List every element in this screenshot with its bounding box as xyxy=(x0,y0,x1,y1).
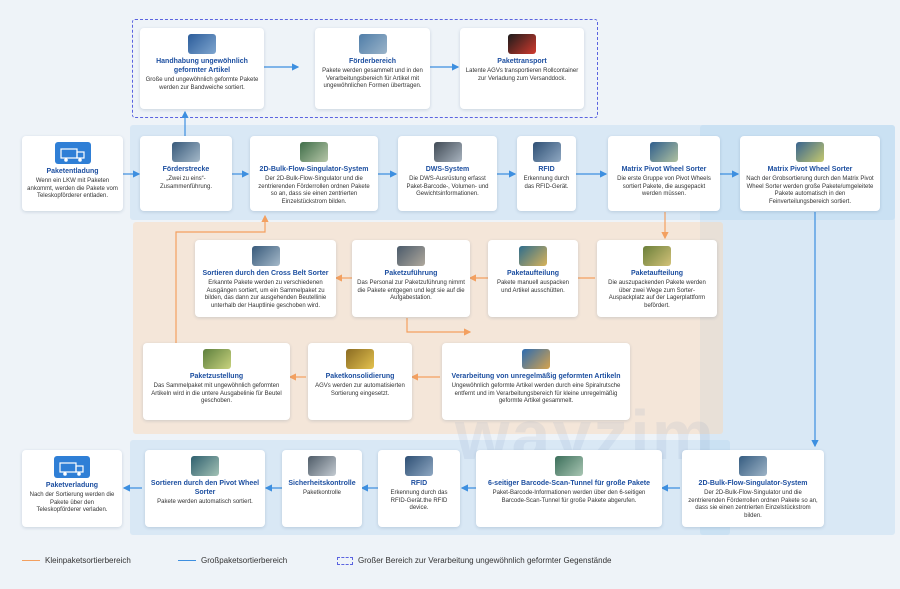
card-foerderstrecke: Förderstrecke „Zwei zu eins“-Zusammenfüh… xyxy=(140,136,232,211)
scan-tunnel-icon xyxy=(555,456,583,476)
spiral-chute-icon xyxy=(522,349,550,369)
card-handhabung: Handhabung ungewöhnlich geformter Artike… xyxy=(140,28,264,109)
agv-sorting-icon xyxy=(346,349,374,369)
card-singulator-1: 2D-Bulk-Flow-Singulator-System Der 2D-Bu… xyxy=(250,136,378,211)
card-paketverladung: Paketverladung Nach der Sortierung werde… xyxy=(22,450,122,527)
legend-blue-line xyxy=(178,560,196,561)
sorter-machine-icon xyxy=(188,34,216,54)
card-paketaufteilung-2: Paketaufteilung Die auszupackenden Paket… xyxy=(597,240,717,317)
card-foerderbereich: Förderbereich Pakete werden gesammelt un… xyxy=(315,28,430,109)
card-paketaufteilung-1: Paketaufteilung Pakete manuell auspacken… xyxy=(488,240,578,317)
card-pakettransport: Pakettransport Latente AGVs transportier… xyxy=(460,28,584,109)
card-matrix-1: Matrix Pivot Wheel Sorter Die erste Grup… xyxy=(608,136,720,211)
card-verarbeitung: Verarbeitung von unregelmäßig geformten … xyxy=(442,343,630,420)
legend-orange-line xyxy=(22,560,40,561)
cross-belt-icon xyxy=(251,246,280,266)
induction-station-icon xyxy=(397,246,425,266)
card-paketzustellung: Paketzustellung Das Sammelpaket mit unge… xyxy=(143,343,290,420)
card-scantunnel: 6-seitiger Barcode-Scan-Tunnel für große… xyxy=(476,450,662,527)
dws-scanner-icon xyxy=(433,142,462,162)
conveyor-icon xyxy=(358,34,387,54)
card-dws: DWS-System Die DWS-Ausrüstung erfasst Pa… xyxy=(398,136,497,211)
conveyor-line-icon xyxy=(172,142,200,162)
card-sicherheit: Sicherheitskontrolle Paketkontrolle xyxy=(282,450,362,527)
agv-icon xyxy=(508,34,536,54)
unpacking-icon xyxy=(519,246,547,266)
singulator-icon xyxy=(739,456,767,476)
truck-loading-icon xyxy=(54,456,90,478)
platform-icon xyxy=(643,246,671,266)
legend-large: Großpaketsortierbereich xyxy=(178,556,287,565)
card-paketentladung: Paketentladung Wenn ein LKW mit Paketen … xyxy=(22,136,123,211)
singulator-icon xyxy=(300,142,328,162)
card-matrix-2: Matrix Pivot Wheel Sorter Nach der Grobs… xyxy=(740,136,880,211)
legend-small: Kleinpaketsortierbereich xyxy=(22,556,131,565)
xray-scanner-icon xyxy=(308,456,336,476)
pivot-wheel-icon xyxy=(796,142,824,162)
rfid-gate-icon xyxy=(532,142,561,162)
card-crossbelt: Sortieren durch den Cross Belt Sorter Er… xyxy=(195,240,336,317)
delivery-icon xyxy=(202,349,231,369)
card-rfid-1: RFID Erkennung durch das RFID-Gerät. xyxy=(517,136,576,211)
truck-unloading-icon xyxy=(54,142,91,164)
irregular-zone xyxy=(132,19,598,118)
card-singulator-2: 2D-Bulk-Flow-Singulator-System Der 2D-Bu… xyxy=(682,450,824,527)
pivot-wheel-icon xyxy=(191,456,219,476)
rfid-gate-icon xyxy=(405,456,433,476)
card-konsolidierung: Paketkonsolidierung AGVs werden zur auto… xyxy=(308,343,412,420)
legend-irregular: Großer Bereich zur Verarbeitung ungewöhn… xyxy=(337,556,611,565)
pivot-wheel-icon xyxy=(650,142,678,162)
card-rfid-2: RFID Erkennung durch das RFID-Gerät.the … xyxy=(378,450,460,527)
card-paketzufuehrung: Paketzuführung Das Personal zur Paketzuf… xyxy=(352,240,470,317)
card-pivot-sort: Sortieren durch den Pivot Wheel Sorter P… xyxy=(145,450,265,527)
legend-dashed-box xyxy=(337,556,353,565)
